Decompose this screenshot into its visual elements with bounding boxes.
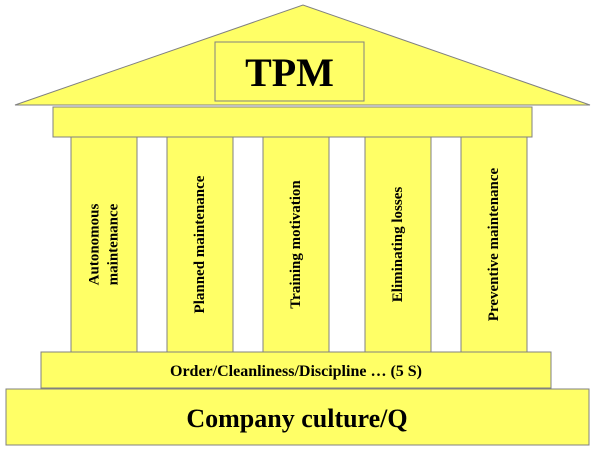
pillar-4 bbox=[364, 136, 432, 353]
pillar-2 bbox=[166, 136, 234, 353]
pillar-5 bbox=[460, 136, 528, 353]
foundation-step-label: Order/Cleanliness/Discipline … (5 S) bbox=[170, 363, 422, 380]
foundation-base-label: Company culture/Q bbox=[186, 404, 407, 433]
pillar-1-label-line-1: Autonomous bbox=[87, 203, 103, 285]
pillar-2-label-line-1: Planned maintenance bbox=[192, 175, 208, 313]
foundation-base bbox=[5, 388, 590, 446]
roof-title: TPM bbox=[245, 50, 334, 95]
foundation-step bbox=[40, 351, 552, 389]
pillar-1 bbox=[70, 136, 138, 353]
pillar-3-label-line-1: Training motivation bbox=[288, 180, 304, 309]
roof-title-box bbox=[214, 41, 365, 102]
pillar-3 bbox=[262, 136, 330, 353]
architrave-beam bbox=[52, 106, 533, 138]
pillar-1-label-line-2: maintenance bbox=[106, 203, 122, 285]
pillar-4-label-line-1: Eliminating losses bbox=[390, 187, 406, 303]
pillar-5-label-line-1: Preventive maintenance bbox=[486, 167, 502, 321]
